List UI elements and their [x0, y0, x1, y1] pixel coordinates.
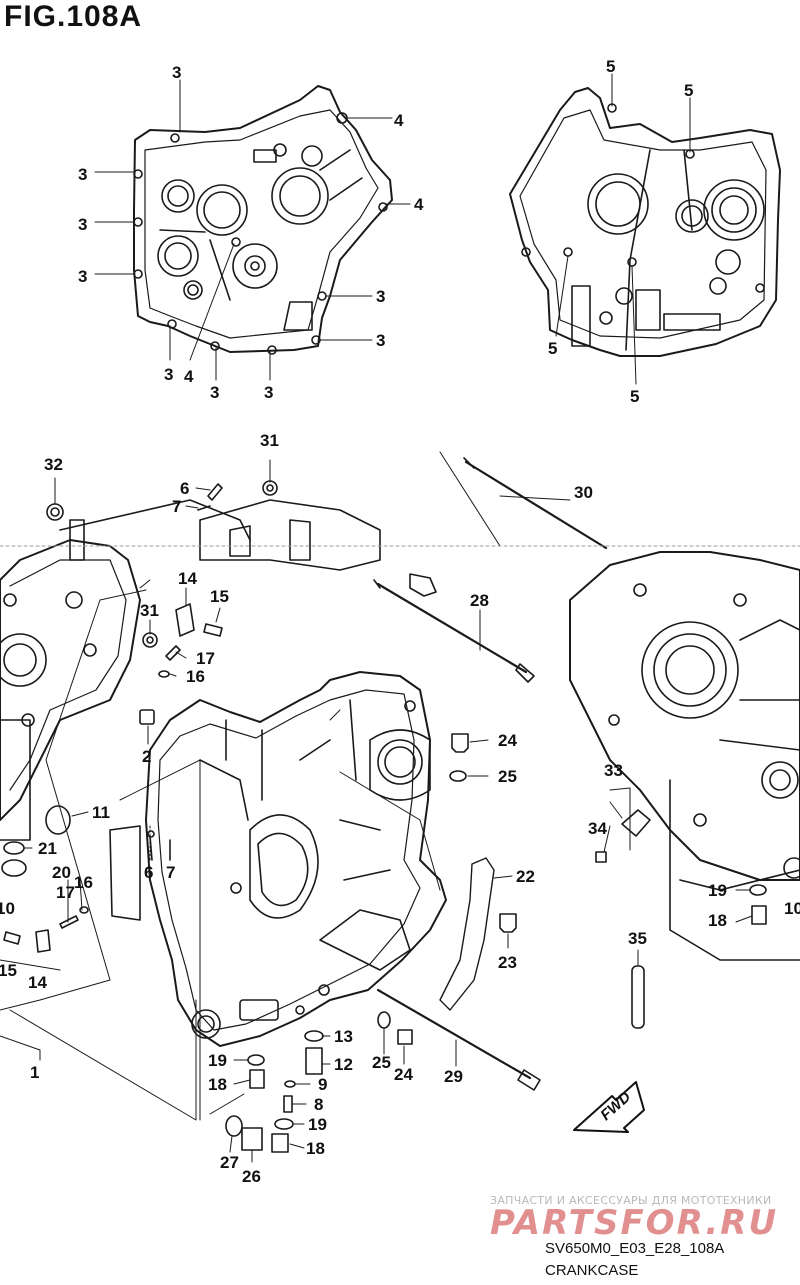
callout: 3	[78, 215, 87, 234]
callout: 4	[184, 367, 194, 386]
callout: 7	[172, 497, 181, 516]
figure-title: FIG.108A	[4, 0, 143, 33]
long-bolts	[373, 457, 608, 1091]
callout: 3	[210, 383, 219, 402]
callout-labels: 3 4 3 4 3 3 3 3 3 4 3 3 5 5 5 5 32 31 6 …	[0, 57, 800, 1186]
callout: 26	[242, 1167, 261, 1186]
callout: 3	[264, 383, 273, 402]
callout: 7	[166, 863, 175, 882]
callout: 35	[628, 929, 647, 948]
callout: 5	[684, 81, 693, 100]
callout: 3	[376, 287, 385, 306]
callout: 9	[318, 1075, 327, 1094]
callout: 1	[30, 1063, 39, 1082]
callout: 29	[444, 1067, 463, 1086]
callout: 16	[74, 873, 93, 892]
crankcase-right-half	[569, 551, 800, 961]
fwd-arrow-icon	[573, 1081, 645, 1133]
callout: 19	[708, 881, 727, 900]
callout: 31	[140, 601, 159, 620]
callout: 17	[56, 883, 75, 902]
top-leader-lines	[94, 73, 691, 385]
callout: 31	[260, 431, 279, 450]
figure-code: SV650M0_E03_E28_108A	[545, 1240, 725, 1257]
upper-crankcase-outline	[133, 85, 393, 355]
callout: 11	[92, 803, 110, 822]
callout: 14	[178, 569, 197, 588]
callout: 16	[186, 667, 205, 686]
callout: 10	[0, 899, 15, 918]
lower-crankcase-outline	[509, 87, 781, 357]
watermark-tagline: ЗАПЧАСТИ И АКСЕССУАРЫ ДЛЯ МОТОТЕХНИКИ	[490, 1194, 772, 1207]
callout: 22	[516, 867, 535, 886]
watermark-logo: PARTSFOR.RU	[490, 1203, 778, 1242]
callout: 32	[44, 455, 63, 474]
callout: 18	[306, 1139, 325, 1158]
callout: 20	[52, 863, 71, 882]
group-lines	[0, 451, 631, 1121]
callout: 5	[630, 387, 639, 406]
callout: 6	[180, 479, 189, 498]
callout: 28	[470, 591, 489, 610]
callout: 18	[708, 911, 727, 930]
cylinder-block-section	[199, 499, 381, 571]
callout: 13	[334, 1027, 353, 1046]
callout: 18	[208, 1075, 227, 1094]
callout: 8	[314, 1095, 323, 1114]
small-parts	[1, 480, 767, 1153]
callout: 3	[164, 365, 173, 384]
main-leader-lines	[23, 459, 753, 1163]
callout: 3	[172, 63, 181, 82]
callout: 25	[372, 1053, 391, 1072]
callout: 27	[220, 1153, 239, 1172]
callout: 19	[308, 1115, 327, 1134]
callout: 12	[334, 1055, 353, 1074]
callout: 30	[574, 483, 593, 502]
callout: 2	[142, 747, 151, 766]
callout: 3	[78, 267, 87, 286]
callout: 24	[394, 1065, 413, 1084]
callout: 23	[498, 953, 517, 972]
callout: 10	[784, 899, 800, 918]
callout: 3	[376, 331, 385, 350]
callout: 14	[28, 973, 47, 992]
callout: 25	[498, 767, 517, 786]
callout: 17	[196, 649, 215, 668]
callout: 4	[414, 195, 424, 214]
callout: 21	[38, 839, 57, 858]
callout: 5	[548, 339, 557, 358]
callout: 15	[0, 961, 17, 980]
section-name: CRANKCASE	[545, 1262, 639, 1279]
callout: 19	[208, 1051, 227, 1070]
crankcase-left-half	[0, 499, 251, 841]
callout: 3	[78, 165, 87, 184]
callout: 15	[210, 587, 229, 606]
callout: 24	[498, 731, 517, 750]
callout: 33	[604, 761, 623, 780]
callout: 4	[394, 111, 404, 130]
callout: 34	[588, 819, 607, 838]
watermark-logo-text: PARTSFOR.RU	[490, 1203, 778, 1242]
callout: 6	[144, 863, 153, 882]
crankcase-main-body	[109, 671, 447, 1047]
callout: 5	[606, 57, 615, 76]
